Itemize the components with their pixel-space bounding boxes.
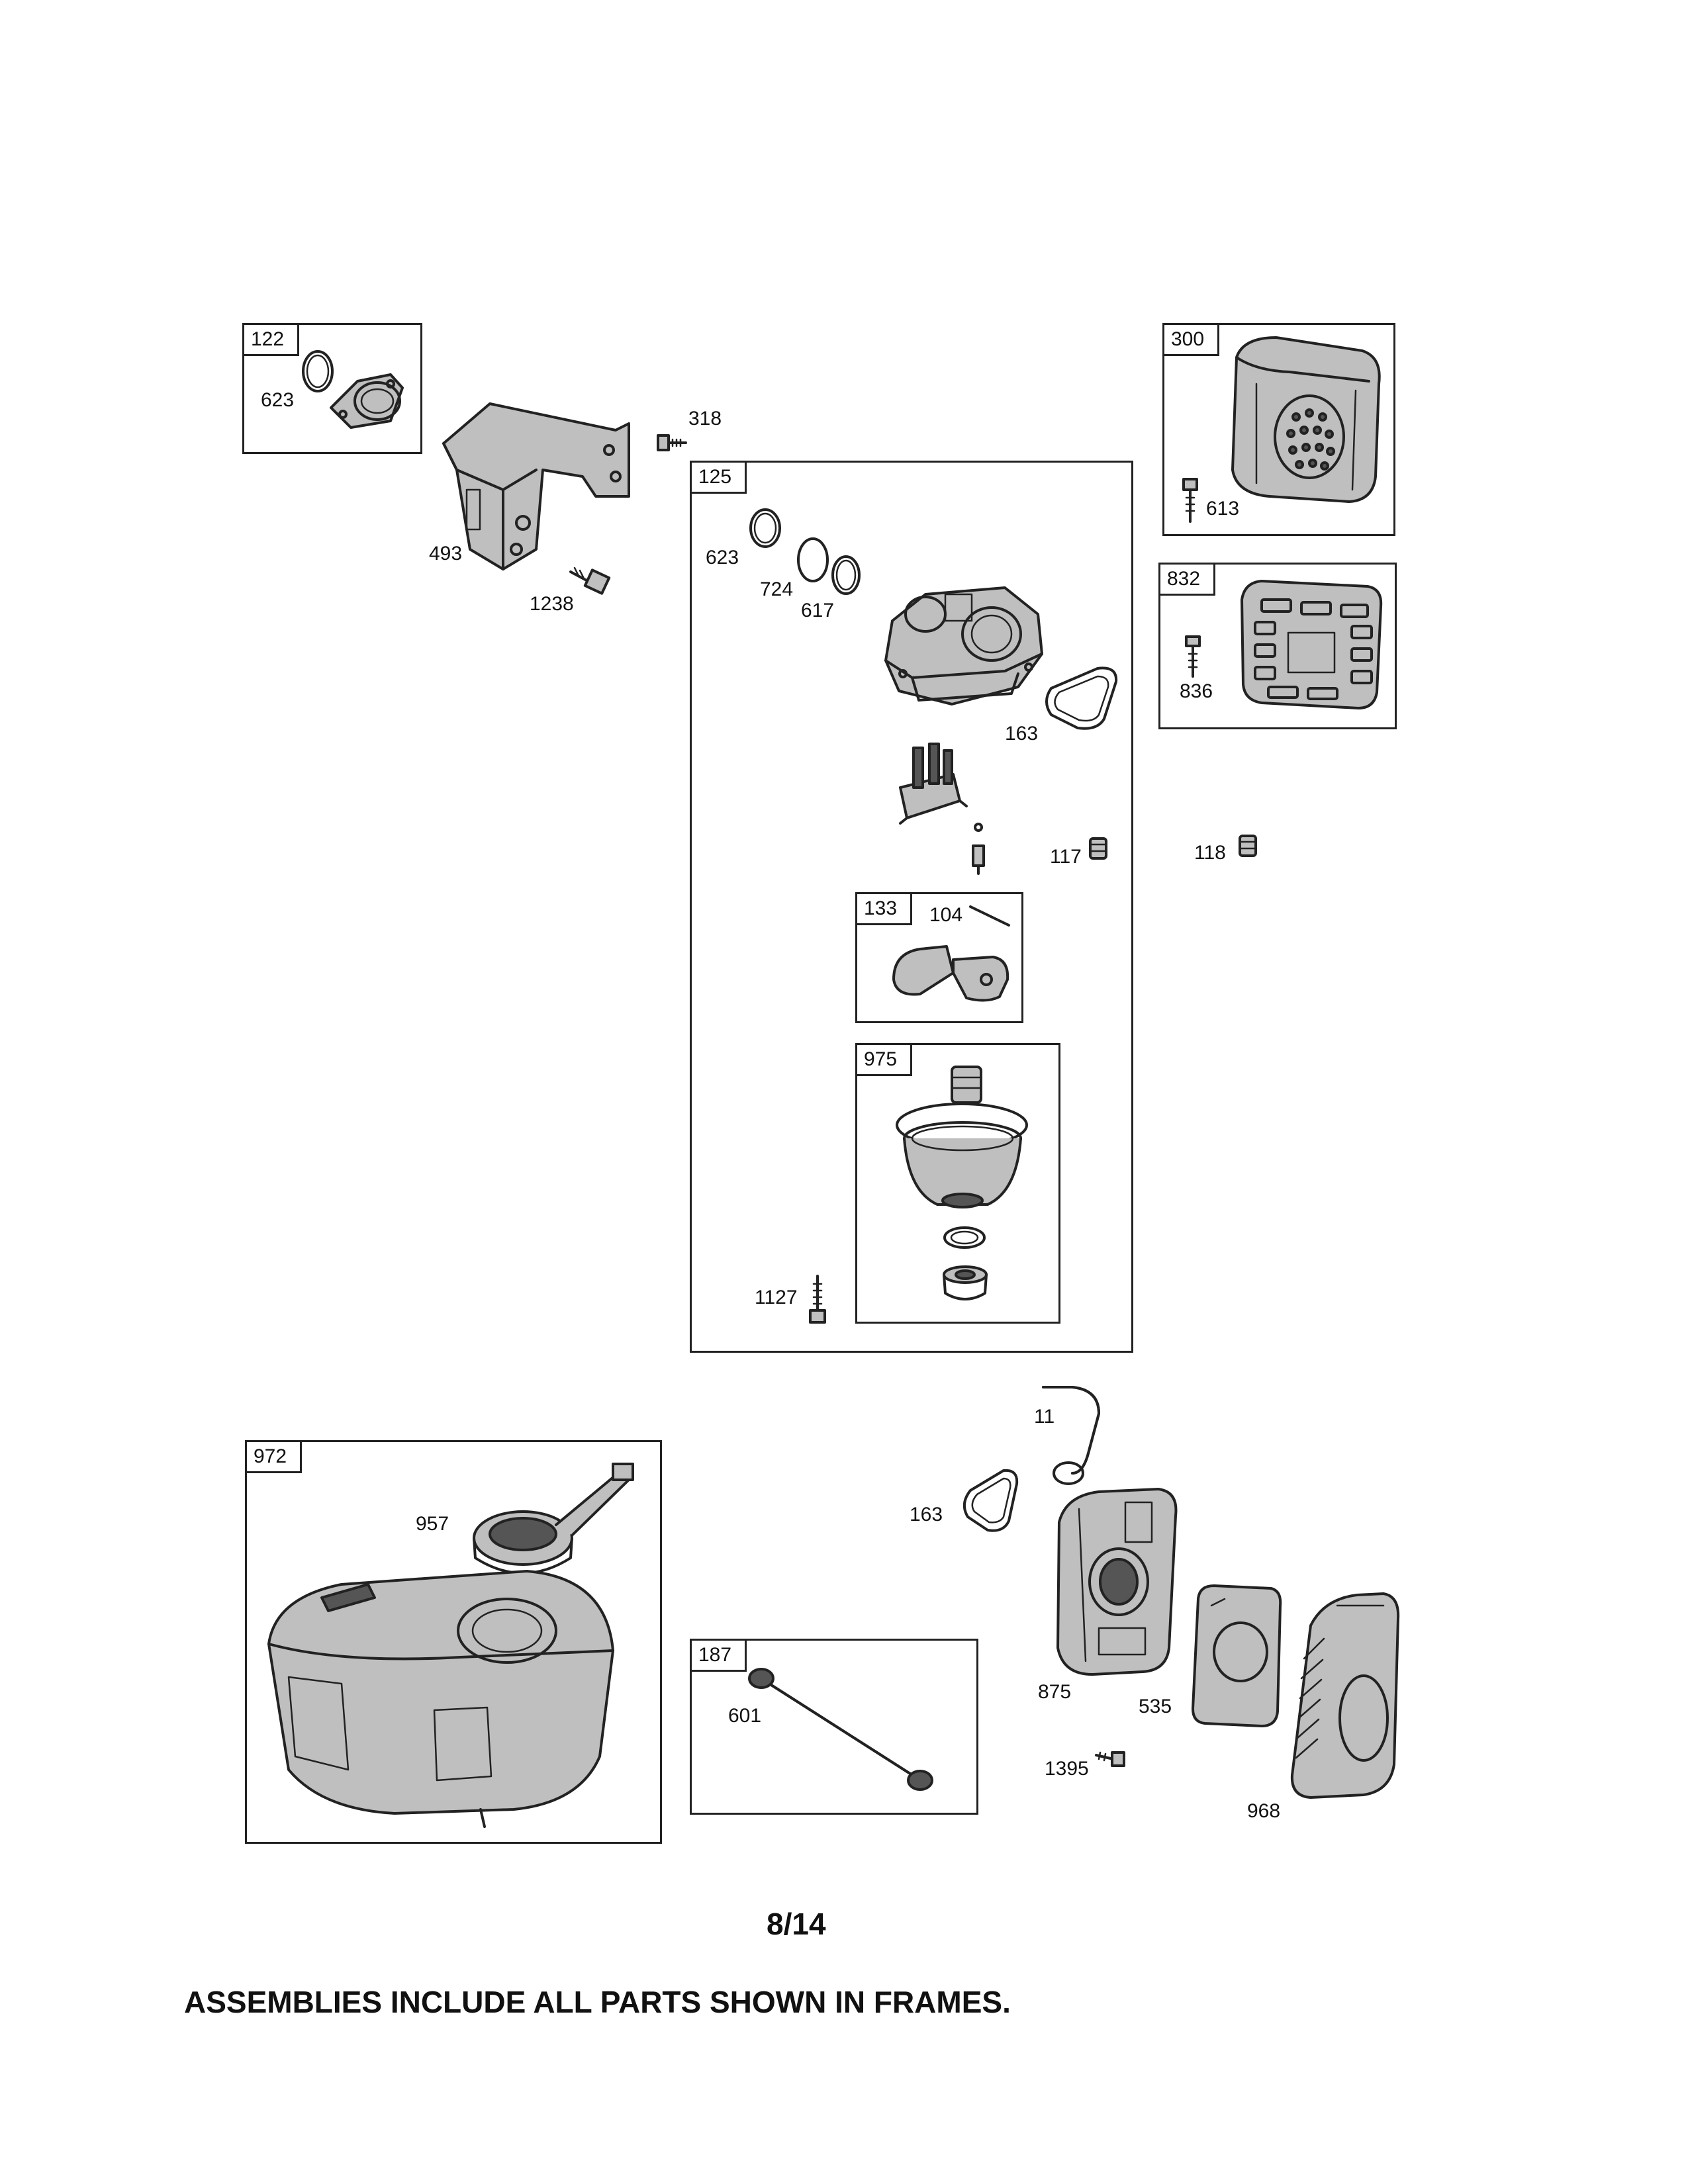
- screw-1395-drawing: [1095, 1751, 1125, 1767]
- bolt-613-drawing: [1182, 478, 1198, 523]
- screw-318-drawing: [657, 434, 687, 451]
- jet-drawing: [972, 823, 985, 875]
- part-11-label: 11: [1034, 1406, 1055, 1428]
- part-968-label: 968: [1247, 1800, 1281, 1822]
- bowl-washer-drawing: [943, 1226, 986, 1249]
- frame-133-number: 133: [857, 894, 912, 925]
- part-613-label: 613: [1206, 498, 1240, 520]
- plug-117-drawing: [1089, 837, 1107, 860]
- part-318-label: 318: [688, 408, 722, 430]
- o-ring-623-drawing: [302, 350, 334, 392]
- frame-122: 122: [242, 323, 422, 454]
- part-957-label: 957: [416, 1513, 449, 1535]
- gasket-724-drawing: [797, 537, 829, 582]
- air-filter-drawing: [1192, 1584, 1282, 1727]
- part-875-label: 875: [1038, 1681, 1072, 1703]
- o-ring-623b-drawing: [749, 508, 781, 548]
- part-1238-label: 1238: [530, 593, 574, 615]
- part-623b-label: 623: [706, 547, 739, 569]
- frame-832: 832: [1158, 563, 1397, 729]
- bracket-drawing: [442, 402, 630, 570]
- frame-972-number: 972: [247, 1442, 302, 1473]
- fuel-solenoid-drawing: [899, 743, 968, 825]
- frame-187-number: 187: [692, 1641, 747, 1672]
- part-117-label: 117: [1050, 846, 1082, 868]
- fuel-cap-drawing: [473, 1463, 634, 1574]
- plug-118-drawing: [1239, 835, 1257, 857]
- part-1395-label: 1395: [1045, 1758, 1089, 1780]
- frame-975: 975: [855, 1043, 1060, 1324]
- frame-125-number: 125: [692, 463, 747, 494]
- bowl-nut-drawing: [943, 1265, 988, 1300]
- carburetor-body-drawing: [884, 586, 1043, 705]
- part-535-label: 535: [1139, 1696, 1172, 1717]
- o-ring-617-drawing: [831, 555, 861, 595]
- bolt-836-drawing: [1185, 635, 1201, 678]
- frame-122-number: 122: [244, 325, 299, 356]
- float-drawing: [892, 945, 1009, 1002]
- breather-tube-drawing: [1042, 1386, 1100, 1485]
- frame-832-number: 832: [1160, 565, 1215, 596]
- gasket-163a-drawing: [1045, 666, 1118, 730]
- part-118-label: 118: [1194, 842, 1226, 864]
- part-601-label: 601: [728, 1705, 762, 1727]
- gasket-163b-drawing: [962, 1469, 1019, 1532]
- fuel-tank-drawing: [267, 1570, 614, 1828]
- part-617-label: 617: [801, 600, 835, 621]
- frame-972: 972: [245, 1440, 662, 1844]
- float-bowl-drawing: [903, 1121, 1022, 1208]
- frame-300: 300: [1162, 323, 1395, 536]
- bolt-1238-drawing: [569, 567, 611, 595]
- frame-975-number: 975: [857, 1045, 912, 1076]
- part-836-label: 836: [1180, 680, 1213, 702]
- part-104-label: 104: [929, 904, 963, 926]
- frame-300-number: 300: [1164, 325, 1219, 356]
- part-163b-label: 163: [910, 1504, 943, 1525]
- footer-note: ASSEMBLIES INCLUDE ALL PARTS SHOWN IN FR…: [184, 1985, 1011, 2019]
- frame-133: 133: [855, 892, 1023, 1023]
- intake-elbow-drawing: [330, 373, 404, 429]
- part-493-label: 493: [429, 543, 463, 565]
- air-cleaner-cover-drawing: [1290, 1592, 1400, 1799]
- part-623-label: 623: [261, 389, 295, 411]
- screw-1127-drawing: [809, 1275, 826, 1324]
- float-pin-drawing: [969, 905, 1010, 927]
- part-163a-label: 163: [1005, 723, 1039, 745]
- part-1127-label: 1127: [755, 1287, 798, 1308]
- frame-125: 125: [690, 461, 1133, 1353]
- fuel-line-drawing: [748, 1668, 933, 1791]
- page-number: 8/14: [767, 1907, 826, 1941]
- heat-shield-drawing: [1241, 580, 1383, 709]
- part-724-label: 724: [760, 578, 794, 600]
- bowl-nut-top-drawing: [951, 1066, 982, 1104]
- frame-187: 187: [690, 1639, 978, 1815]
- muffler-drawing: [1231, 336, 1381, 503]
- air-cleaner-base-drawing: [1056, 1488, 1178, 1676]
